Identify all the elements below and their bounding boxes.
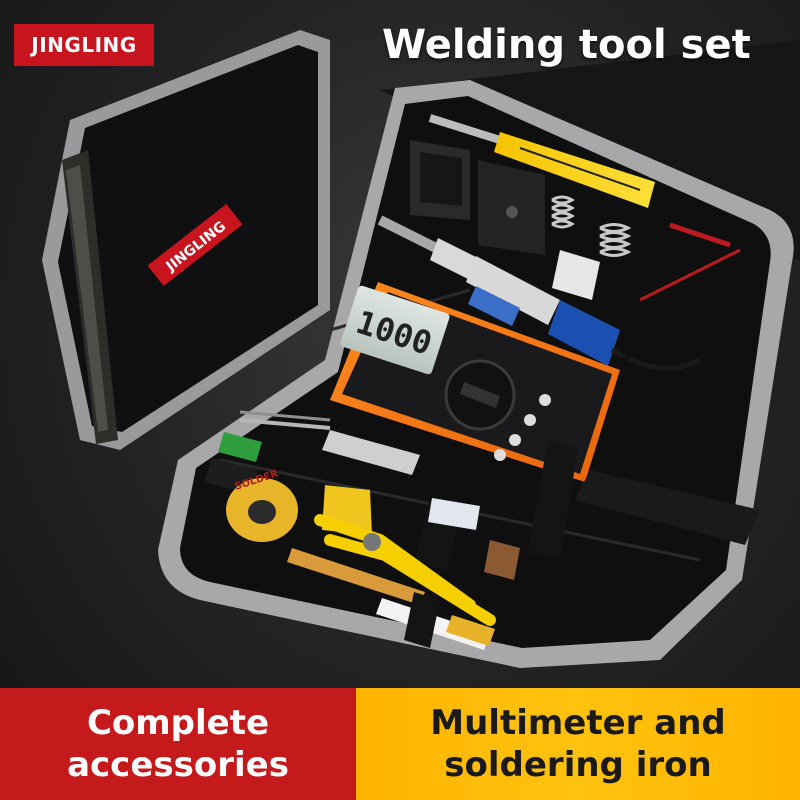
banner-right: Multimeter and soldering iron [356,688,800,800]
iron-stand [410,140,545,255]
brand-badge: JINGLING [14,24,154,66]
banner-right-line2: soldering iron [444,745,712,785]
banner-left-line1: Complete [86,703,270,743]
strap [404,592,440,648]
closed-bag: JINGLING [42,30,330,450]
rosin-box [428,498,520,580]
banner-left-line2: accessories [67,745,289,785]
tweezers [239,410,331,430]
headline: Welding tool set [382,22,751,68]
pliers-icon [314,514,496,626]
soldering-iron-icon [377,215,702,371]
metal-plate [322,430,420,475]
banner-right-line1: Multimeter and [430,703,726,743]
multimeter-icon: 1000 [330,282,620,482]
spring-coils [551,195,632,257]
brush [287,548,425,605]
multimeter-lcd: 1000 [340,285,450,375]
strap [528,440,578,560]
strap [575,470,760,545]
screwdriver [428,114,655,208]
banner-left: Complete accessories [0,688,356,800]
test-leads [552,222,741,372]
